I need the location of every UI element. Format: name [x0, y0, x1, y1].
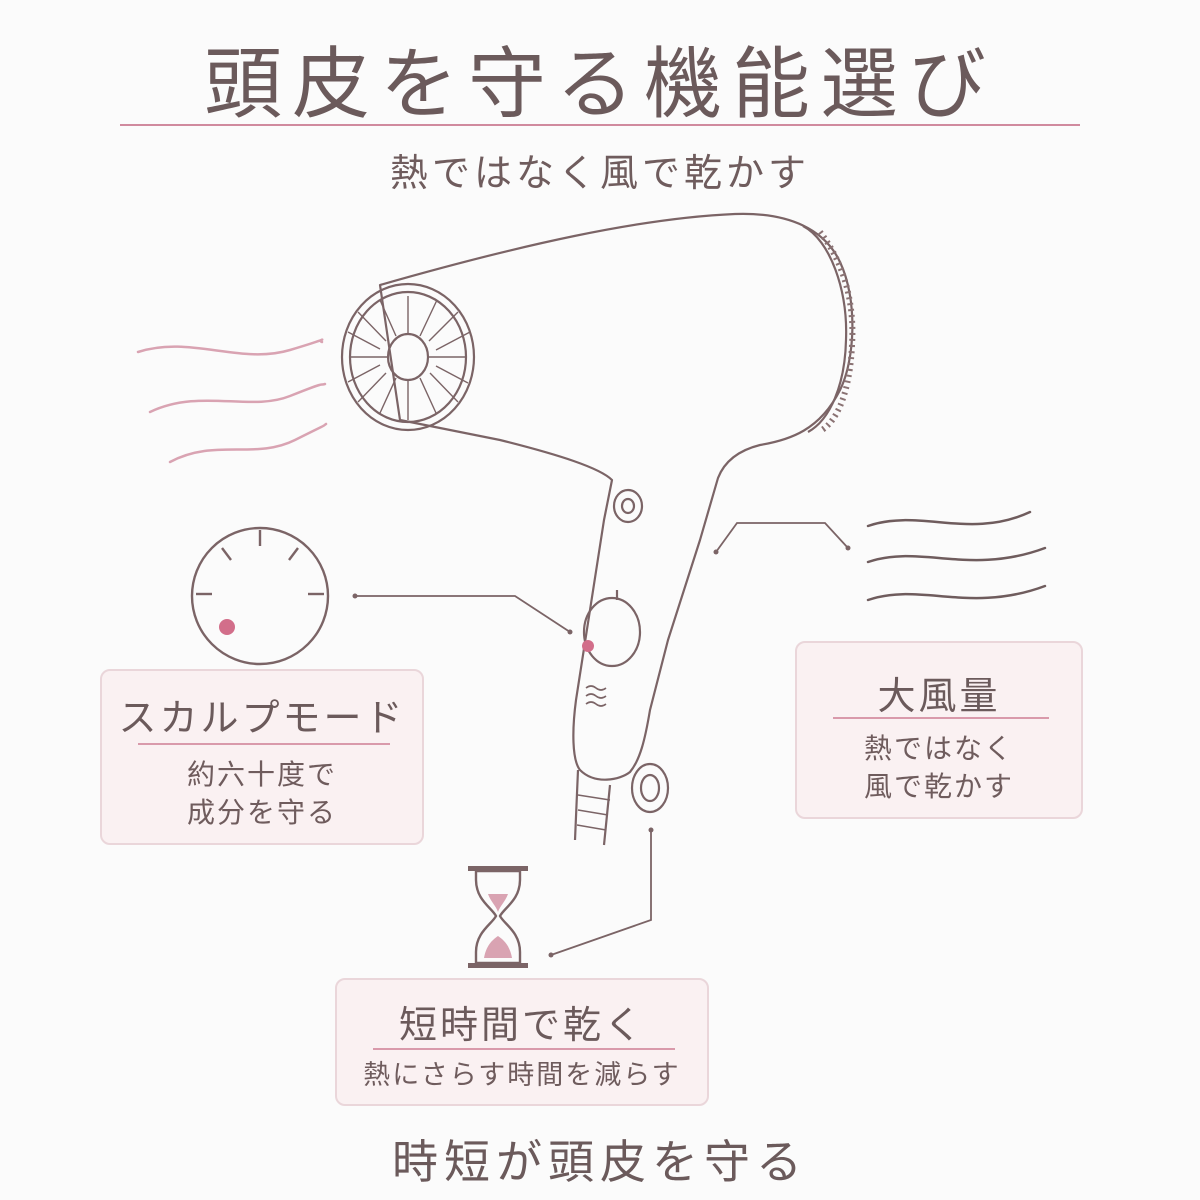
card-scalp-mode-divider [138, 743, 390, 745]
hair-dryer-icon [340, 212, 856, 846]
temperature-dial-icon [190, 526, 330, 666]
card-quick-dry-title: 短時間で乾く [398, 1003, 645, 1047]
card-quick-dry-line1: 熱にさらす時間を減らす [363, 1060, 681, 1091]
title-divider [120, 124, 1080, 126]
dial-marker [219, 619, 235, 635]
hourglass-icon [468, 866, 528, 968]
footer-tagline: 時短が頭皮を守る [392, 1135, 808, 1189]
card-scalp-mode-line2: 成分を守る [186, 796, 337, 829]
card-quick-dry-divider [373, 1048, 675, 1050]
card-large-airflow-line1: 熱ではなく [863, 732, 1014, 765]
card-scalp-mode-title: スカルプモード [118, 696, 406, 740]
airflow-wave-icon [866, 510, 1047, 602]
card-large-airflow-line2: 風で乾かす [863, 770, 1014, 803]
airflow-wave-icon [136, 338, 328, 464]
dial-indicator [582, 640, 594, 652]
card-quick-dry: 短時間で乾く 熱にさらす時間を減らす [335, 978, 709, 1106]
card-large-airflow-title: 大風量 [877, 674, 1001, 718]
card-large-airflow: 大風量 熱ではなく 風で乾かす [795, 641, 1083, 819]
connector-lines [355, 522, 849, 956]
card-scalp-mode-line1: 約六十度で [186, 758, 337, 791]
card-large-airflow-divider [833, 717, 1049, 719]
card-scalp-mode: スカルプモード 約六十度で 成分を守る [100, 669, 424, 845]
page-subtitle: 熱ではなく風で乾かす [389, 151, 810, 195]
page-title: 頭皮を守る機能選び [203, 40, 996, 130]
